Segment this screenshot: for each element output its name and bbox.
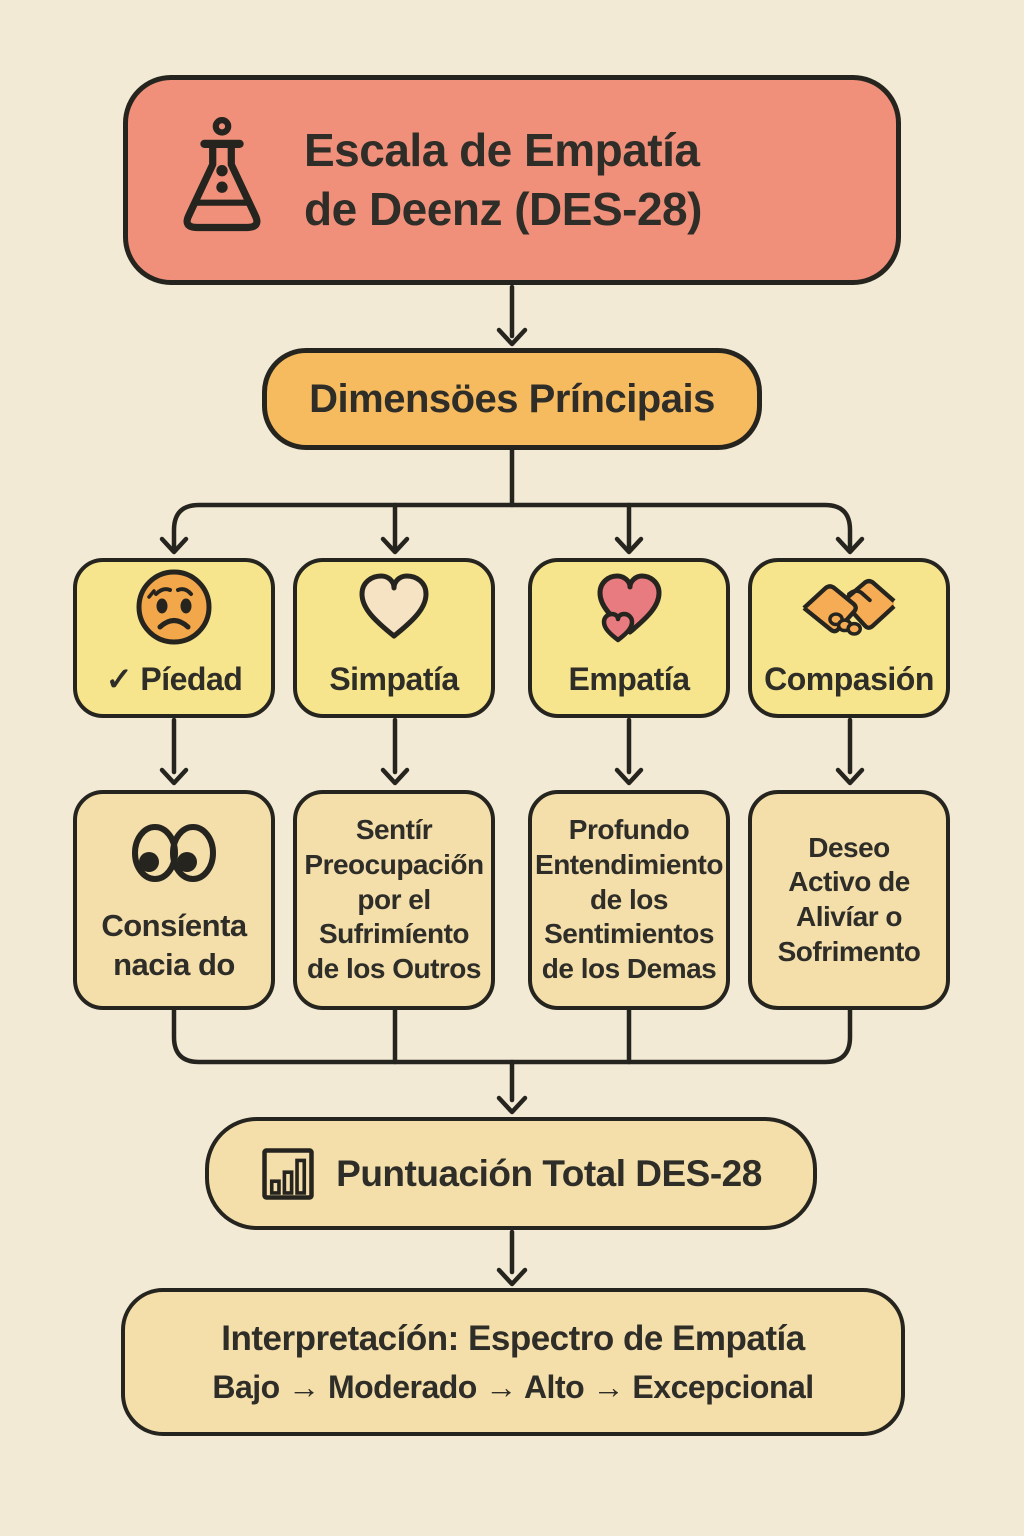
interpretation-box: Interpretacíón: Espectro de Empatía Bajo… xyxy=(121,1288,905,1436)
description-text: Consíenta nacia do xyxy=(101,908,247,982)
handshake-icon xyxy=(797,562,901,653)
interpretation-scale: Bajo → Moderado → Alto → Excepcional xyxy=(212,1368,814,1405)
description-text: Deseo Activo de Alivíar o Sofrimento xyxy=(777,831,921,967)
heart-icon xyxy=(354,562,434,653)
description-card-compasion: Deseo Activo de Alivíar o Sofrimento xyxy=(748,790,950,1010)
sad-face-icon xyxy=(132,562,216,652)
eyes-icon xyxy=(128,808,220,897)
dimension-label: Simpatía xyxy=(329,661,459,697)
description-card-empatia: Profundo Entendimiento de los Sentimient… xyxy=(528,790,730,1010)
dimension-card-compasion: Compasión xyxy=(748,558,950,718)
total-score-label: Puntuación Total DES-28 xyxy=(336,1152,762,1194)
dimensions-header-label: Dimensöes Príncipais xyxy=(309,376,715,421)
double-heart-icon xyxy=(588,562,670,653)
dimension-label: ✓ Píedad xyxy=(105,661,243,697)
page-title: Escala de Empatía de Deenz (DES-28) xyxy=(304,124,702,235)
description-text: Profundo Entendimiento de los Sentimient… xyxy=(535,814,723,985)
dimension-card-empatia: Empatía xyxy=(528,558,730,718)
flask-icon xyxy=(170,116,274,244)
description-card-simpatia: Sentír Preocupaciőn por el Sufrimíento d… xyxy=(293,790,495,1010)
dimension-card-simpatia: Simpatía xyxy=(293,558,495,718)
dimension-card-piedad: ✓ Píedad xyxy=(73,558,275,718)
bar-chart-icon xyxy=(260,1146,316,1202)
title-box: Escala de Empatía de Deenz (DES-28) xyxy=(123,75,901,285)
dimension-label: Empatía xyxy=(568,661,690,697)
description-card-piedad: Consíenta nacia do xyxy=(73,790,275,1010)
dimension-label: Compasión xyxy=(764,661,934,697)
interpretation-title: Interpretacíón: Espectro de Empatía xyxy=(221,1318,805,1358)
dimensions-header: Dimensöes Príncipais xyxy=(262,348,762,450)
description-text: Sentír Preocupaciőn por el Sufrimíento d… xyxy=(304,814,484,985)
total-score-box: Puntuación Total DES-28 xyxy=(205,1117,817,1230)
